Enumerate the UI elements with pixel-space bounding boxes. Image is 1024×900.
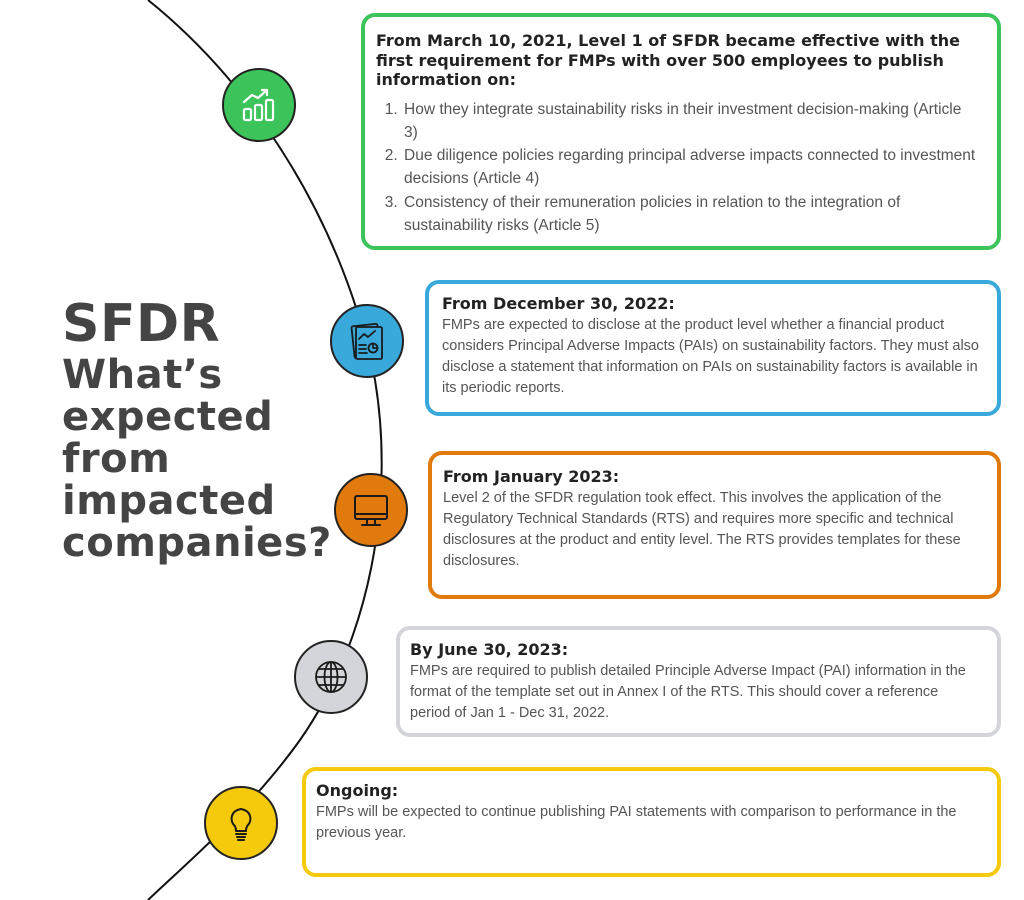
timeline-card-5: Ongoing: FMPs will be expected to contin… <box>302 767 1001 877</box>
timeline-card-1: From March 10, 2021, Level 1 of SFDR bec… <box>361 13 1001 250</box>
globe-icon <box>315 661 347 693</box>
card-5-heading: Ongoing: <box>316 781 399 800</box>
card-5-body: FMPs will be expected to continue publis… <box>316 804 957 842</box>
timeline-node-2 <box>330 304 404 378</box>
card-1-heading: From March 10, 2021, Level 1 of SFDR bec… <box>376 31 960 90</box>
timeline-card-2: From December 30, 2022: FMPs are expecte… <box>425 280 1001 416</box>
card-1-item-2: Due diligence policies regarding princip… <box>402 144 977 191</box>
card-3-body: Level 2 of the SFDR regulation took effe… <box>443 490 961 570</box>
timeline-card-3: From January 2023: Level 2 of the SFDR r… <box>428 451 1001 599</box>
title-subtitle: What’s expected from impacted companies? <box>62 352 332 566</box>
timeline-card-4: By June 30, 2023: FMPs are required to p… <box>396 626 1001 737</box>
card-1-item-3: Consistency of their remuneration polici… <box>402 191 977 238</box>
card-4-body: FMPs are required to publish detailed Pr… <box>410 663 966 722</box>
card-4-heading: By June 30, 2023: <box>410 640 569 659</box>
card-2-body: FMPs are expected to disclose at the pro… <box>442 317 979 397</box>
page-title: SFDR What’s expected from impacted compa… <box>62 298 362 564</box>
card-2-heading: From December 30, 2022: <box>442 294 675 313</box>
card-3-heading: From January 2023: <box>443 467 620 486</box>
lightbulb-icon <box>230 808 252 841</box>
timeline-node-1 <box>222 68 296 142</box>
title-sfdr: SFDR <box>62 294 221 354</box>
computer-monitor-icon <box>354 495 388 526</box>
card-1-item-1: How they integrate sustainability risks … <box>402 98 977 145</box>
timeline-node-4 <box>294 640 368 714</box>
timeline-node-5 <box>204 786 278 860</box>
timeline-node-3 <box>334 473 408 547</box>
bar-chart-growth-icon <box>242 88 275 122</box>
report-document-icon <box>350 322 383 360</box>
card-1-list: How they integrate sustainability risks … <box>376 98 977 238</box>
